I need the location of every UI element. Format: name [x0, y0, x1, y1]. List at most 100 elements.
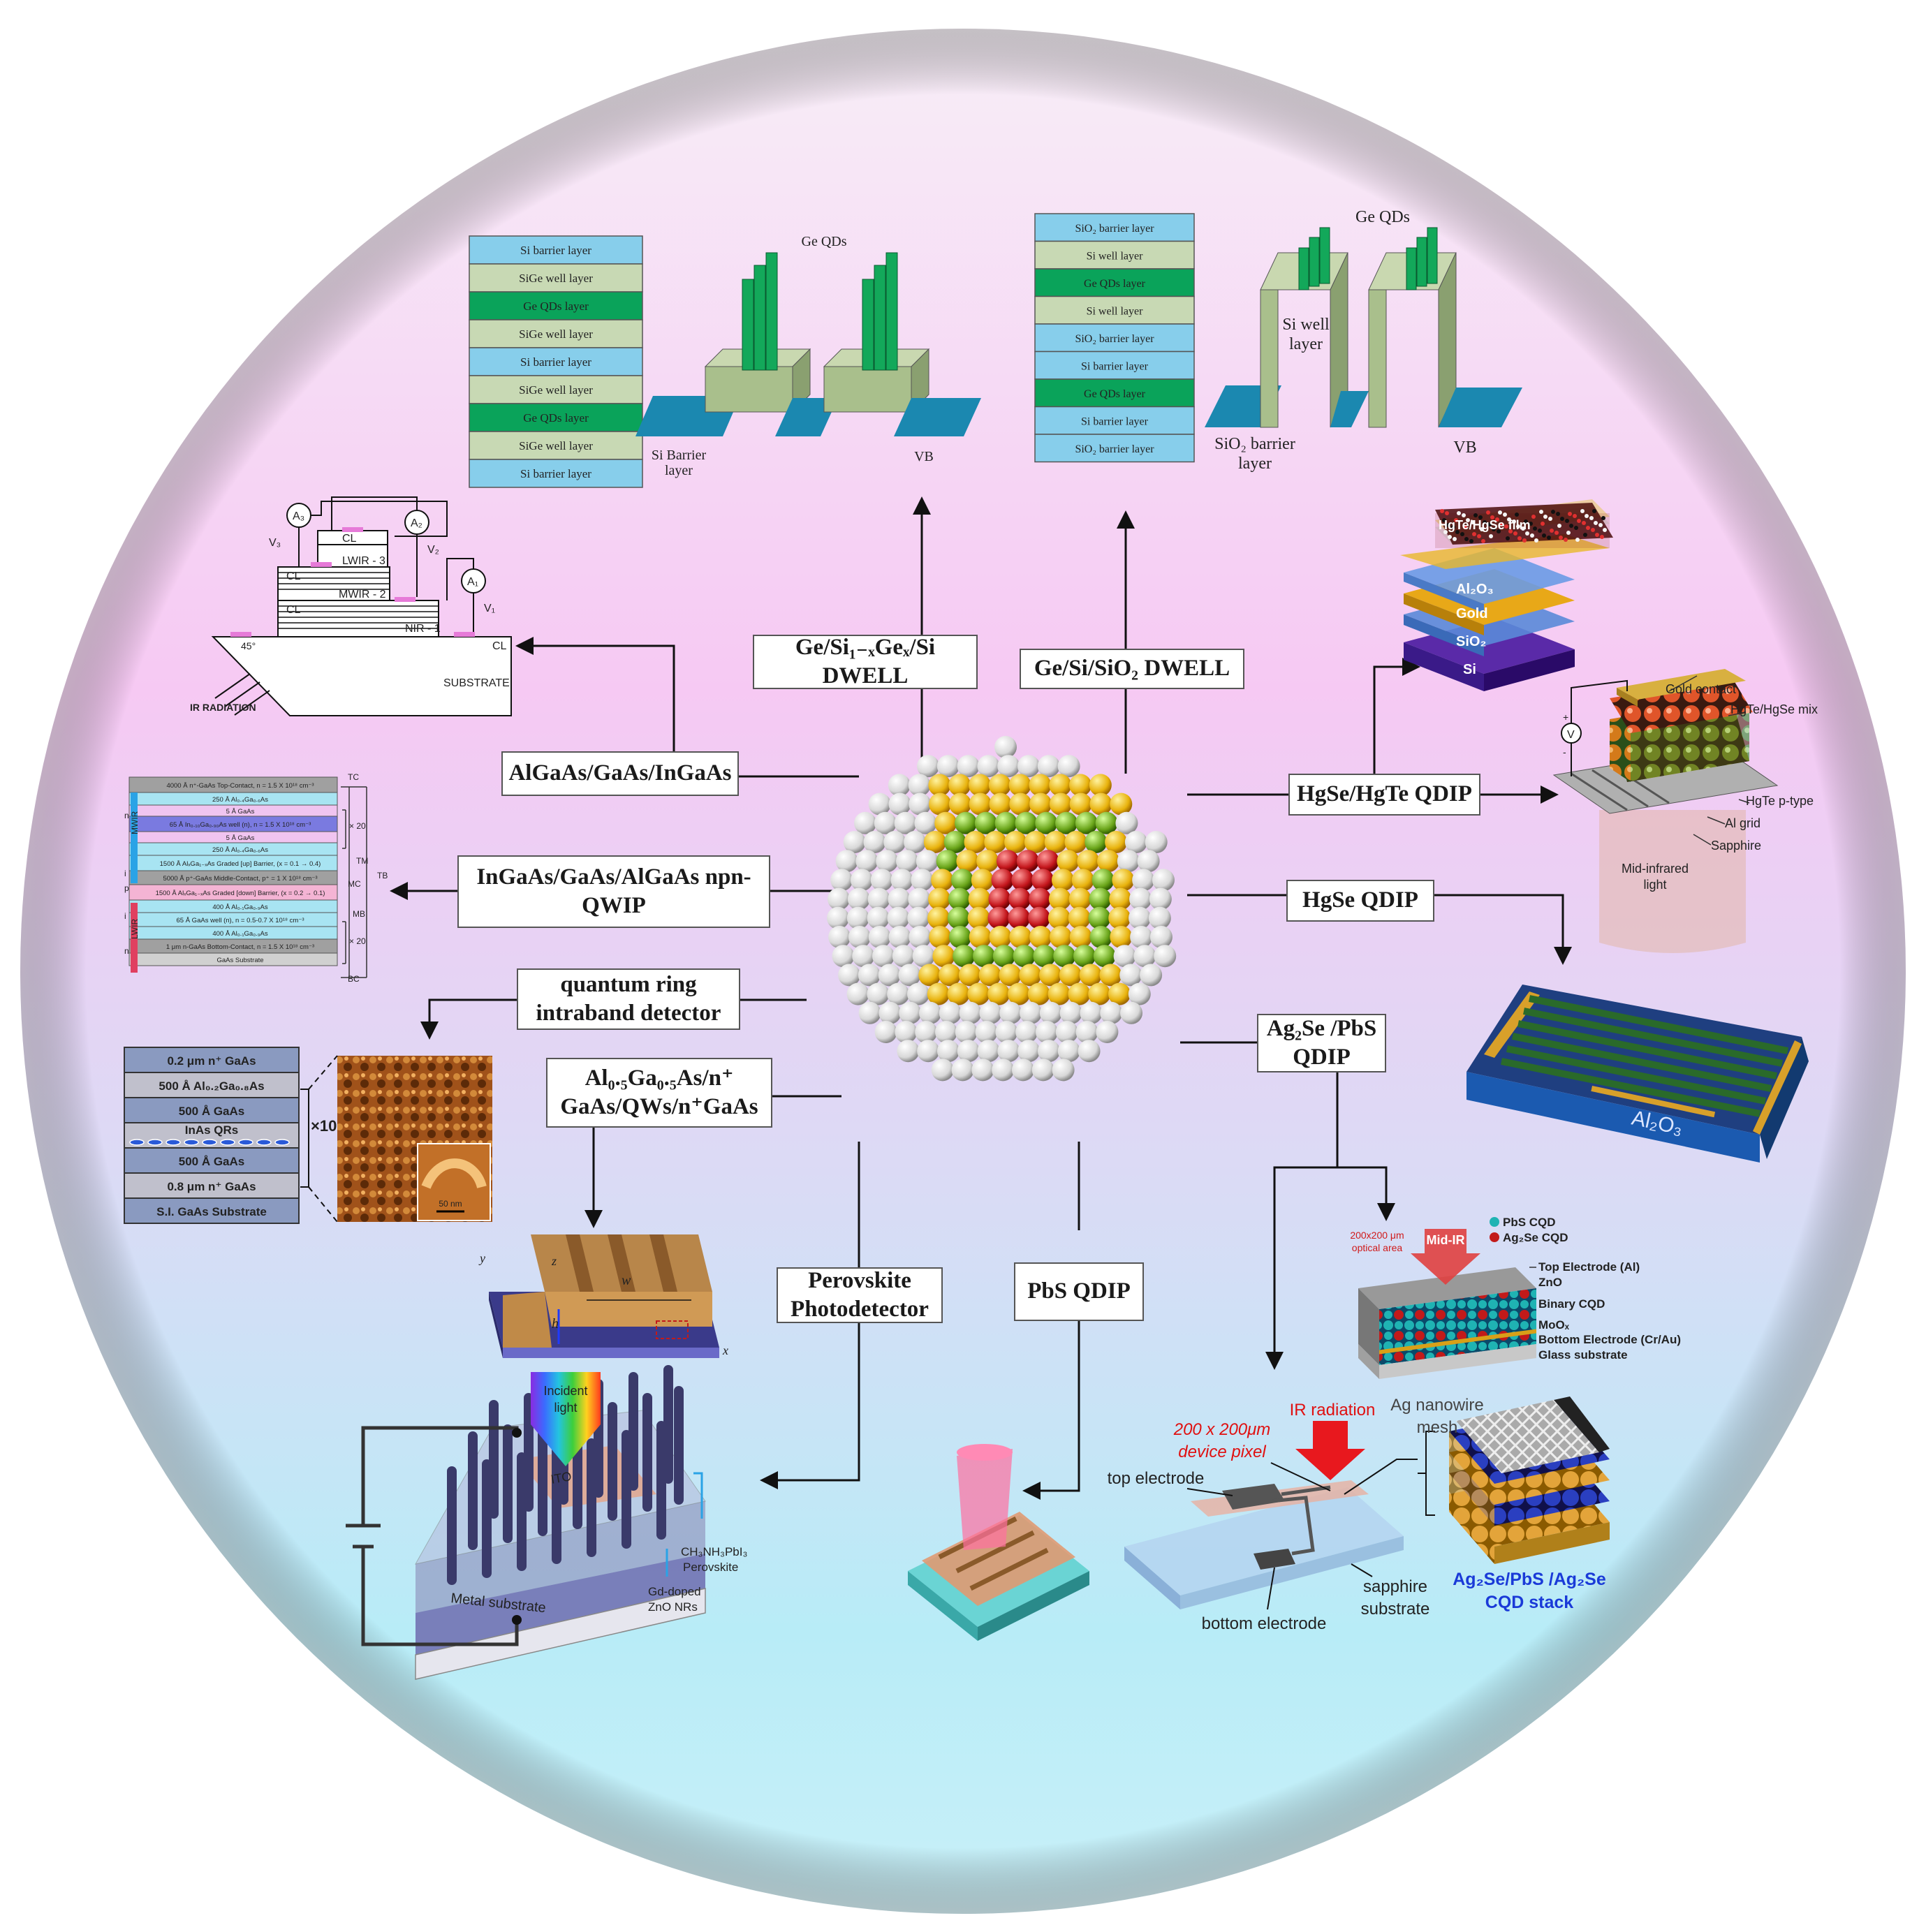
qd-atom	[1064, 831, 1087, 853]
perov-incident-label: Incident	[543, 1384, 587, 1398]
hgte-film-dot	[1457, 511, 1461, 515]
ag2se-bottom-electrode-label: bottom electrode	[1202, 1614, 1327, 1633]
multiband-qwip-labels: CL LWIR - 3 CL MWIR - 2 CL NIR - 1 CL SU…	[190, 510, 510, 713]
qd-atom	[1091, 869, 1115, 892]
grating-x-label: x	[722, 1343, 728, 1357]
qd-atom	[1059, 964, 1082, 987]
qd-atom	[971, 1059, 994, 1082]
qd-atom	[974, 811, 997, 834]
npn-layer-label: 400 Å Al₀.₁Ga₀.₉As	[212, 930, 268, 938]
qd-atom	[992, 945, 1015, 968]
qd-atom	[1071, 869, 1094, 892]
perov-zno-label: ZnO NRs	[648, 1600, 698, 1614]
label-hgse-qdip: HgSe QDIP	[1286, 880, 1434, 922]
hgte-film-stack: HgTe/HgSe film Al₂O₃ Gold SiO₂ Si	[1400, 499, 1613, 691]
qd-atom	[1019, 964, 1042, 987]
hgte-film-dot	[1598, 523, 1603, 527]
multi-a2-label: A₂	[411, 517, 422, 529]
gesige-barrier-label2: layer	[665, 463, 693, 478]
qd-atom	[887, 906, 910, 929]
gesige-layer	[469, 431, 643, 460]
qr-layer	[124, 1072, 300, 1098]
qd-atom	[948, 774, 971, 797]
hgte-v-label: V	[1567, 729, 1575, 741]
qd-atom	[929, 926, 952, 948]
qd-atom	[909, 792, 932, 816]
qd-atom	[838, 964, 861, 987]
hgte-film-dot	[1480, 527, 1484, 531]
hgte-film-dot	[1490, 515, 1494, 519]
qr-layer	[124, 1172, 300, 1199]
qd-atom	[957, 1040, 980, 1063]
qd-atom	[969, 774, 992, 797]
hgte-film-dot	[1522, 538, 1527, 543]
npn-side-x20: × 20	[349, 821, 366, 831]
sio2-layer-label: Si barrier layer	[1081, 360, 1149, 372]
qd-atom	[1051, 869, 1074, 892]
qr-layer-label: 500 Å GaAs	[179, 1155, 245, 1168]
qd-atom	[1031, 1059, 1054, 1082]
qd-atom	[830, 869, 853, 892]
qd-atom	[915, 1021, 938, 1043]
npn-layer-label: 250 Å Al₀.₄Ga₀.₆As	[212, 846, 268, 854]
ag2se-pbs-legend: PbS CQD	[1503, 1216, 1556, 1229]
qd-atom	[1069, 926, 1092, 948]
ag2se-mesh2-label: mesh	[1417, 1418, 1458, 1437]
sio2-qd-label: Ge QDs	[1355, 208, 1410, 226]
qd-atom	[1029, 926, 1052, 948]
hgte-film-dot	[1463, 525, 1467, 529]
label-gesige-dwell: Ge/Si₁₋ₓGeₓ/Si DWELL	[753, 635, 978, 689]
qd-atom	[959, 1001, 982, 1024]
sio2-layer	[1034, 434, 1195, 463]
qd-atom	[848, 926, 871, 948]
hgte-minus-label: -	[1563, 746, 1566, 758]
gesige-layer	[469, 459, 643, 488]
gesige-layer	[469, 291, 643, 320]
hgte-film-dot	[1569, 524, 1573, 528]
hgte-film-dot	[1477, 534, 1481, 538]
npn-side-p: p	[124, 883, 129, 893]
qd-atom	[1057, 850, 1080, 873]
hgte-film-dot	[1547, 536, 1551, 540]
sio2-layer	[1034, 268, 1195, 297]
qd-atom	[874, 811, 897, 834]
sio2-band-diagram: Ge QDs Si well layer SiO₂ barrier layer …	[1205, 208, 1522, 473]
hgte-film-dot	[1515, 513, 1519, 517]
ag2se-cqd-stack: Mid-IR 200x200 μm optical area PbS CQD A…	[1350, 1216, 1681, 1379]
hgte-film-dot	[1469, 539, 1473, 543]
qd-atom	[917, 755, 940, 778]
ag2se-ag2se-legend: Ag₂Se CQD	[1503, 1231, 1568, 1244]
hgte-film-dot	[1507, 517, 1511, 522]
qd-atom	[1007, 982, 1030, 1005]
qd-atom	[1100, 1001, 1123, 1024]
hgte-film-dot	[1548, 517, 1552, 521]
hgte-film-dot	[1525, 531, 1529, 536]
qd-atom	[1112, 869, 1135, 892]
afm-image: 50 nm ×10	[300, 1055, 492, 1223]
nanorod	[503, 1424, 513, 1543]
perov-perovskite-label: Perovskite	[683, 1561, 738, 1574]
qd-atom	[917, 1040, 940, 1063]
qd-atom	[1129, 906, 1152, 929]
qd-atom	[911, 869, 934, 892]
multi-v1-label: V₁	[484, 603, 495, 614]
qd-atom	[1039, 1001, 1062, 1024]
qd-atom	[939, 1001, 962, 1024]
qd-atom	[904, 831, 927, 853]
hgte-film-dot	[1594, 521, 1598, 525]
qd-atom	[895, 1021, 918, 1043]
qd-atom	[883, 831, 906, 853]
hgte-film-dot	[1573, 514, 1577, 518]
qd-atom	[994, 736, 1017, 758]
hgte-grid-label: Al grid	[1725, 816, 1760, 830]
label-quantum-ring: quantum ring intraband detector	[517, 968, 740, 1030]
npn-layer-label: GaAs Substrate	[216, 957, 263, 964]
ag2se-mesh-label: Ag nanowire	[1390, 1396, 1483, 1415]
perov-light-label: light	[554, 1401, 577, 1415]
qd-atom	[1068, 906, 1091, 929]
qd-atom	[1149, 926, 1172, 948]
hgte-film-dot	[1601, 516, 1605, 520]
hgte-sapphire-label: Sapphire	[1711, 839, 1761, 853]
qr-layer-label: InAs QRs	[185, 1123, 239, 1137]
hgte-film-dot	[1524, 519, 1528, 524]
